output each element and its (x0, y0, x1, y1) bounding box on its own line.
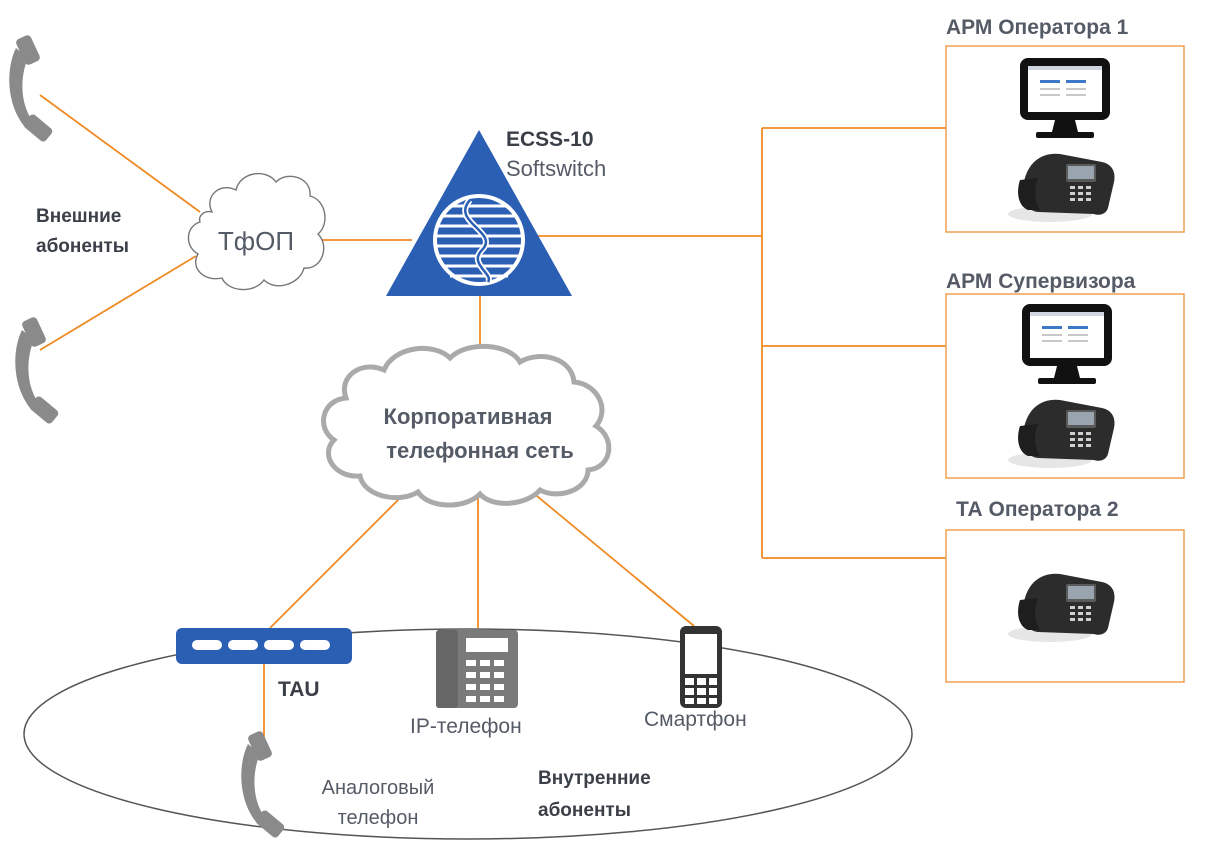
softswitch-name: ECSS-10 (506, 128, 594, 151)
link-phone2-pstn (39, 255, 197, 351)
softswitch-type: Softswitch (506, 156, 606, 181)
corporate-network-cloud: Корпоративная телефонная сеть (321, 343, 612, 508)
analog-phone-label-1: Аналоговый (322, 777, 435, 799)
operator2-title: ТА Оператора 2 (956, 498, 1119, 521)
smartphone-icon (680, 626, 722, 708)
ip-phone-label: IP-телефон (410, 715, 522, 738)
corporate-network-label-1: Корпоративная (384, 404, 553, 429)
pstn-cloud: ТфОП (187, 172, 326, 291)
softswitch-triangle-icon (386, 130, 572, 296)
handset-icon (9, 33, 54, 144)
external-subscribers-label-1: Внешние (36, 206, 121, 227)
smartphone-label: Смартфон (644, 708, 747, 731)
connection-lines (39, 94, 946, 742)
tau-gateway-icon (176, 628, 352, 664)
operator1-title: АРМ Оператора 1 (946, 16, 1129, 39)
external-subscribers-label-2: абоненты (36, 236, 129, 257)
corporate-network-label-2: телефонная сеть (386, 438, 574, 463)
link-corpnet-smartphone (519, 481, 695, 627)
pstn-label: ТфОП (218, 226, 294, 256)
handset-icon (241, 729, 286, 840)
internal-subscribers-label-1: Внутренние (538, 768, 651, 789)
internal-subscribers-label-2: абоненты (538, 800, 631, 821)
link-phone1-pstn (39, 94, 201, 213)
tau-label: TAU (278, 678, 320, 701)
handset-icon (15, 315, 60, 426)
supervisor-title: АРМ Супервизора (946, 270, 1136, 293)
internal-subscribers-zone (23, 628, 913, 840)
analog-phone-label-2: телефон (338, 807, 419, 829)
desk-phone-icon (436, 630, 518, 708)
